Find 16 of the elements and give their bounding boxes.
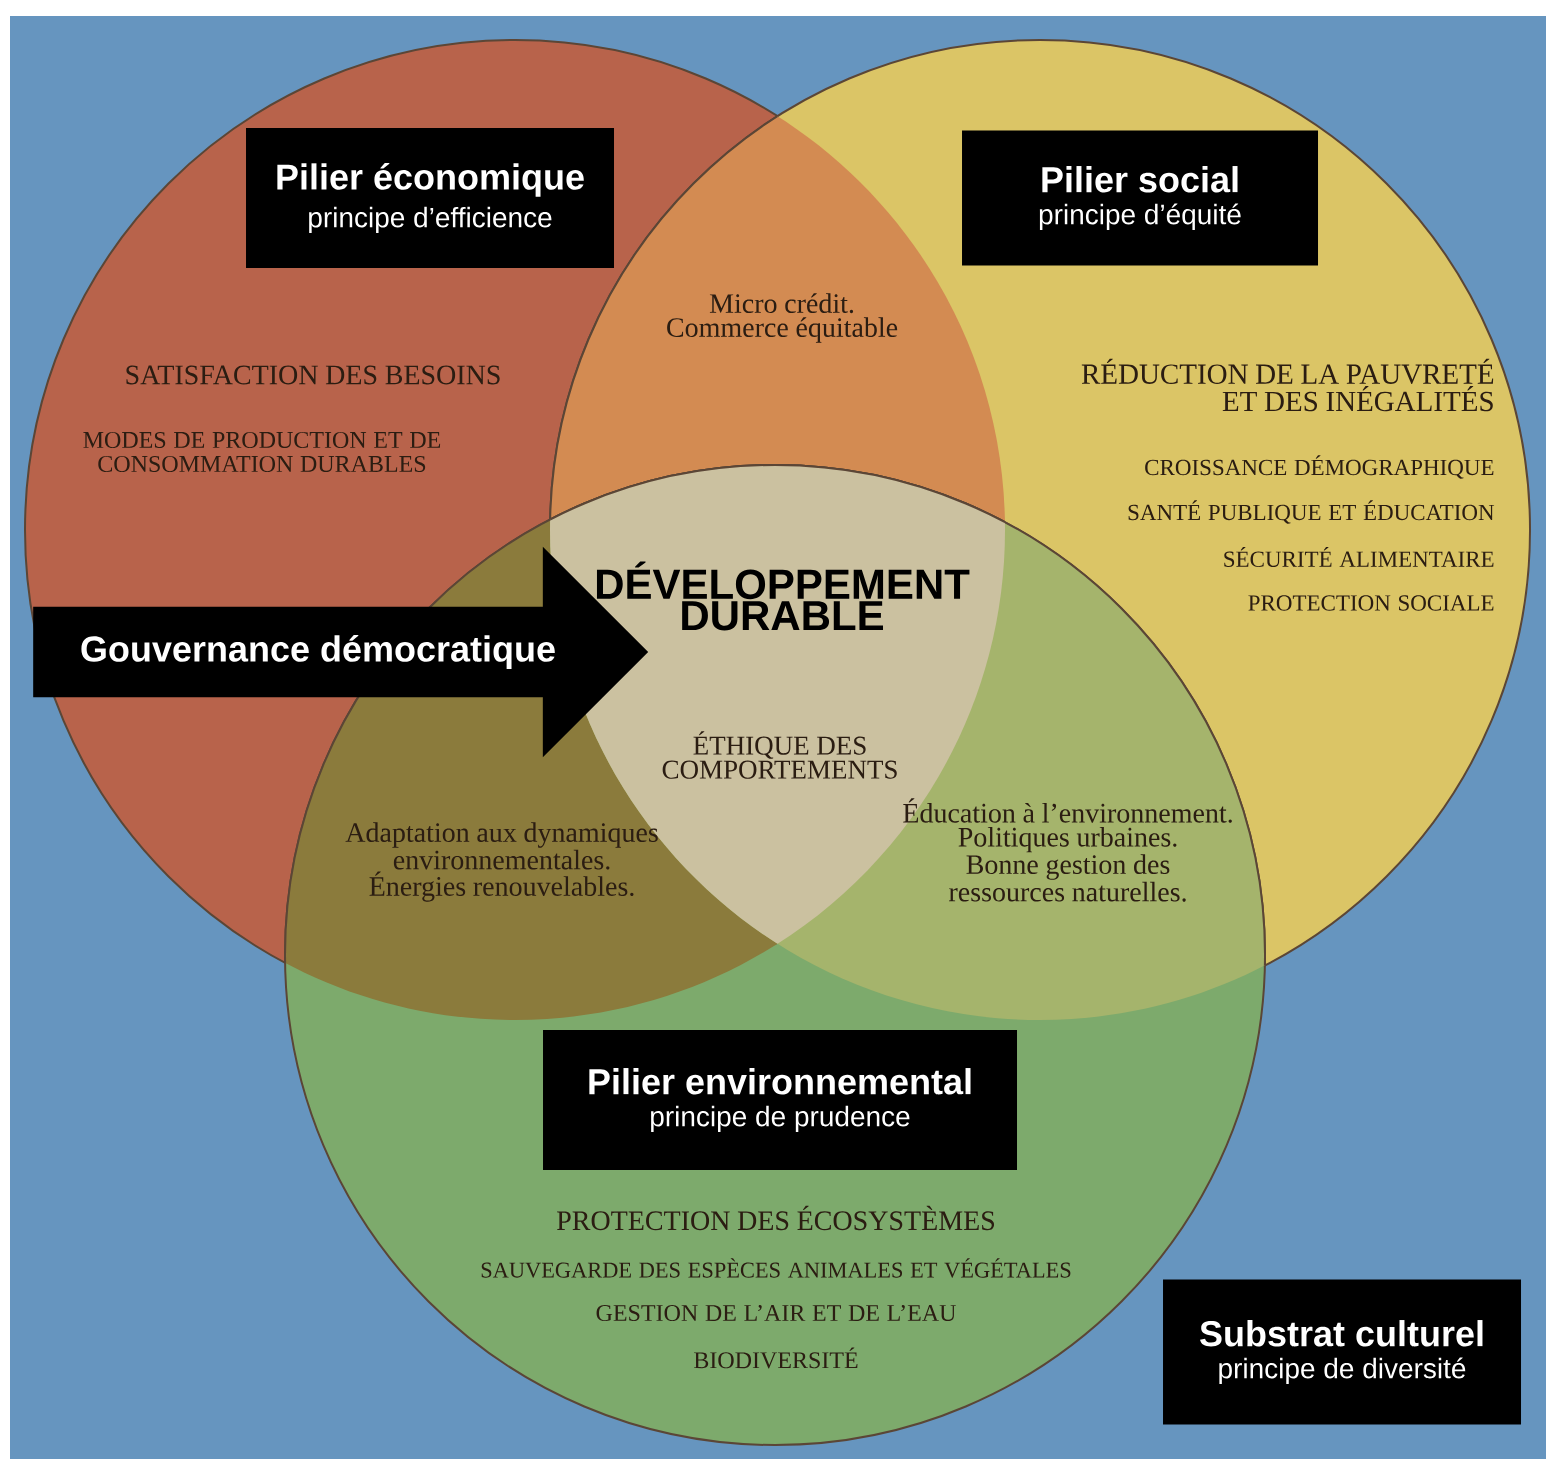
node-label: SÉCURITÉ ALIMENTAIRE	[1224, 546, 1494, 567]
node-label: PROTECTION DES ÉCOSYSTÈMES	[557, 1205, 995, 1231]
node-label: PROTECTION SOCIALE	[1248, 595, 1494, 611]
node-label: SAUVEGARDE DES ESPÈCES ANIMALES ET VÉGÉTALES	[481, 1258, 1071, 1278]
node-label: CROISSANCE DÉMOGRAPHIQUE	[1145, 455, 1494, 479]
label-box: Pilier économique principe d’efficience	[246, 128, 614, 268]
label-box: Pilier environnemental principe de prudence	[543, 1030, 1017, 1170]
label-box: Pilier social principe d’équité	[962, 130, 1318, 266]
node-label: RÉDUCTION DE LA PAUVRETÉ ET DES INÉGALITÉS	[1081, 358, 1494, 412]
region-text: Adaptation aux dynamiques environnementales. Énergies renouvelables.	[345, 822, 658, 902]
region-text: Micro crédit. Commerce équitable	[667, 293, 898, 343]
region-text: Éducation à l’environnement. Politiques urbaines. Bonne gestion des ressources naturelles.	[903, 798, 1232, 902]
node-label: SANTÉ PUBLIQUE ET ÉDUCATION	[1128, 500, 1495, 524]
node-label: BIODIVERSITÉ	[694, 1347, 858, 1369]
label-box: Substrat culturel principe de diversité	[1163, 1279, 1521, 1425]
node-label: GESTION DE L’AIR ET DE L’EAU	[596, 1304, 956, 1322]
